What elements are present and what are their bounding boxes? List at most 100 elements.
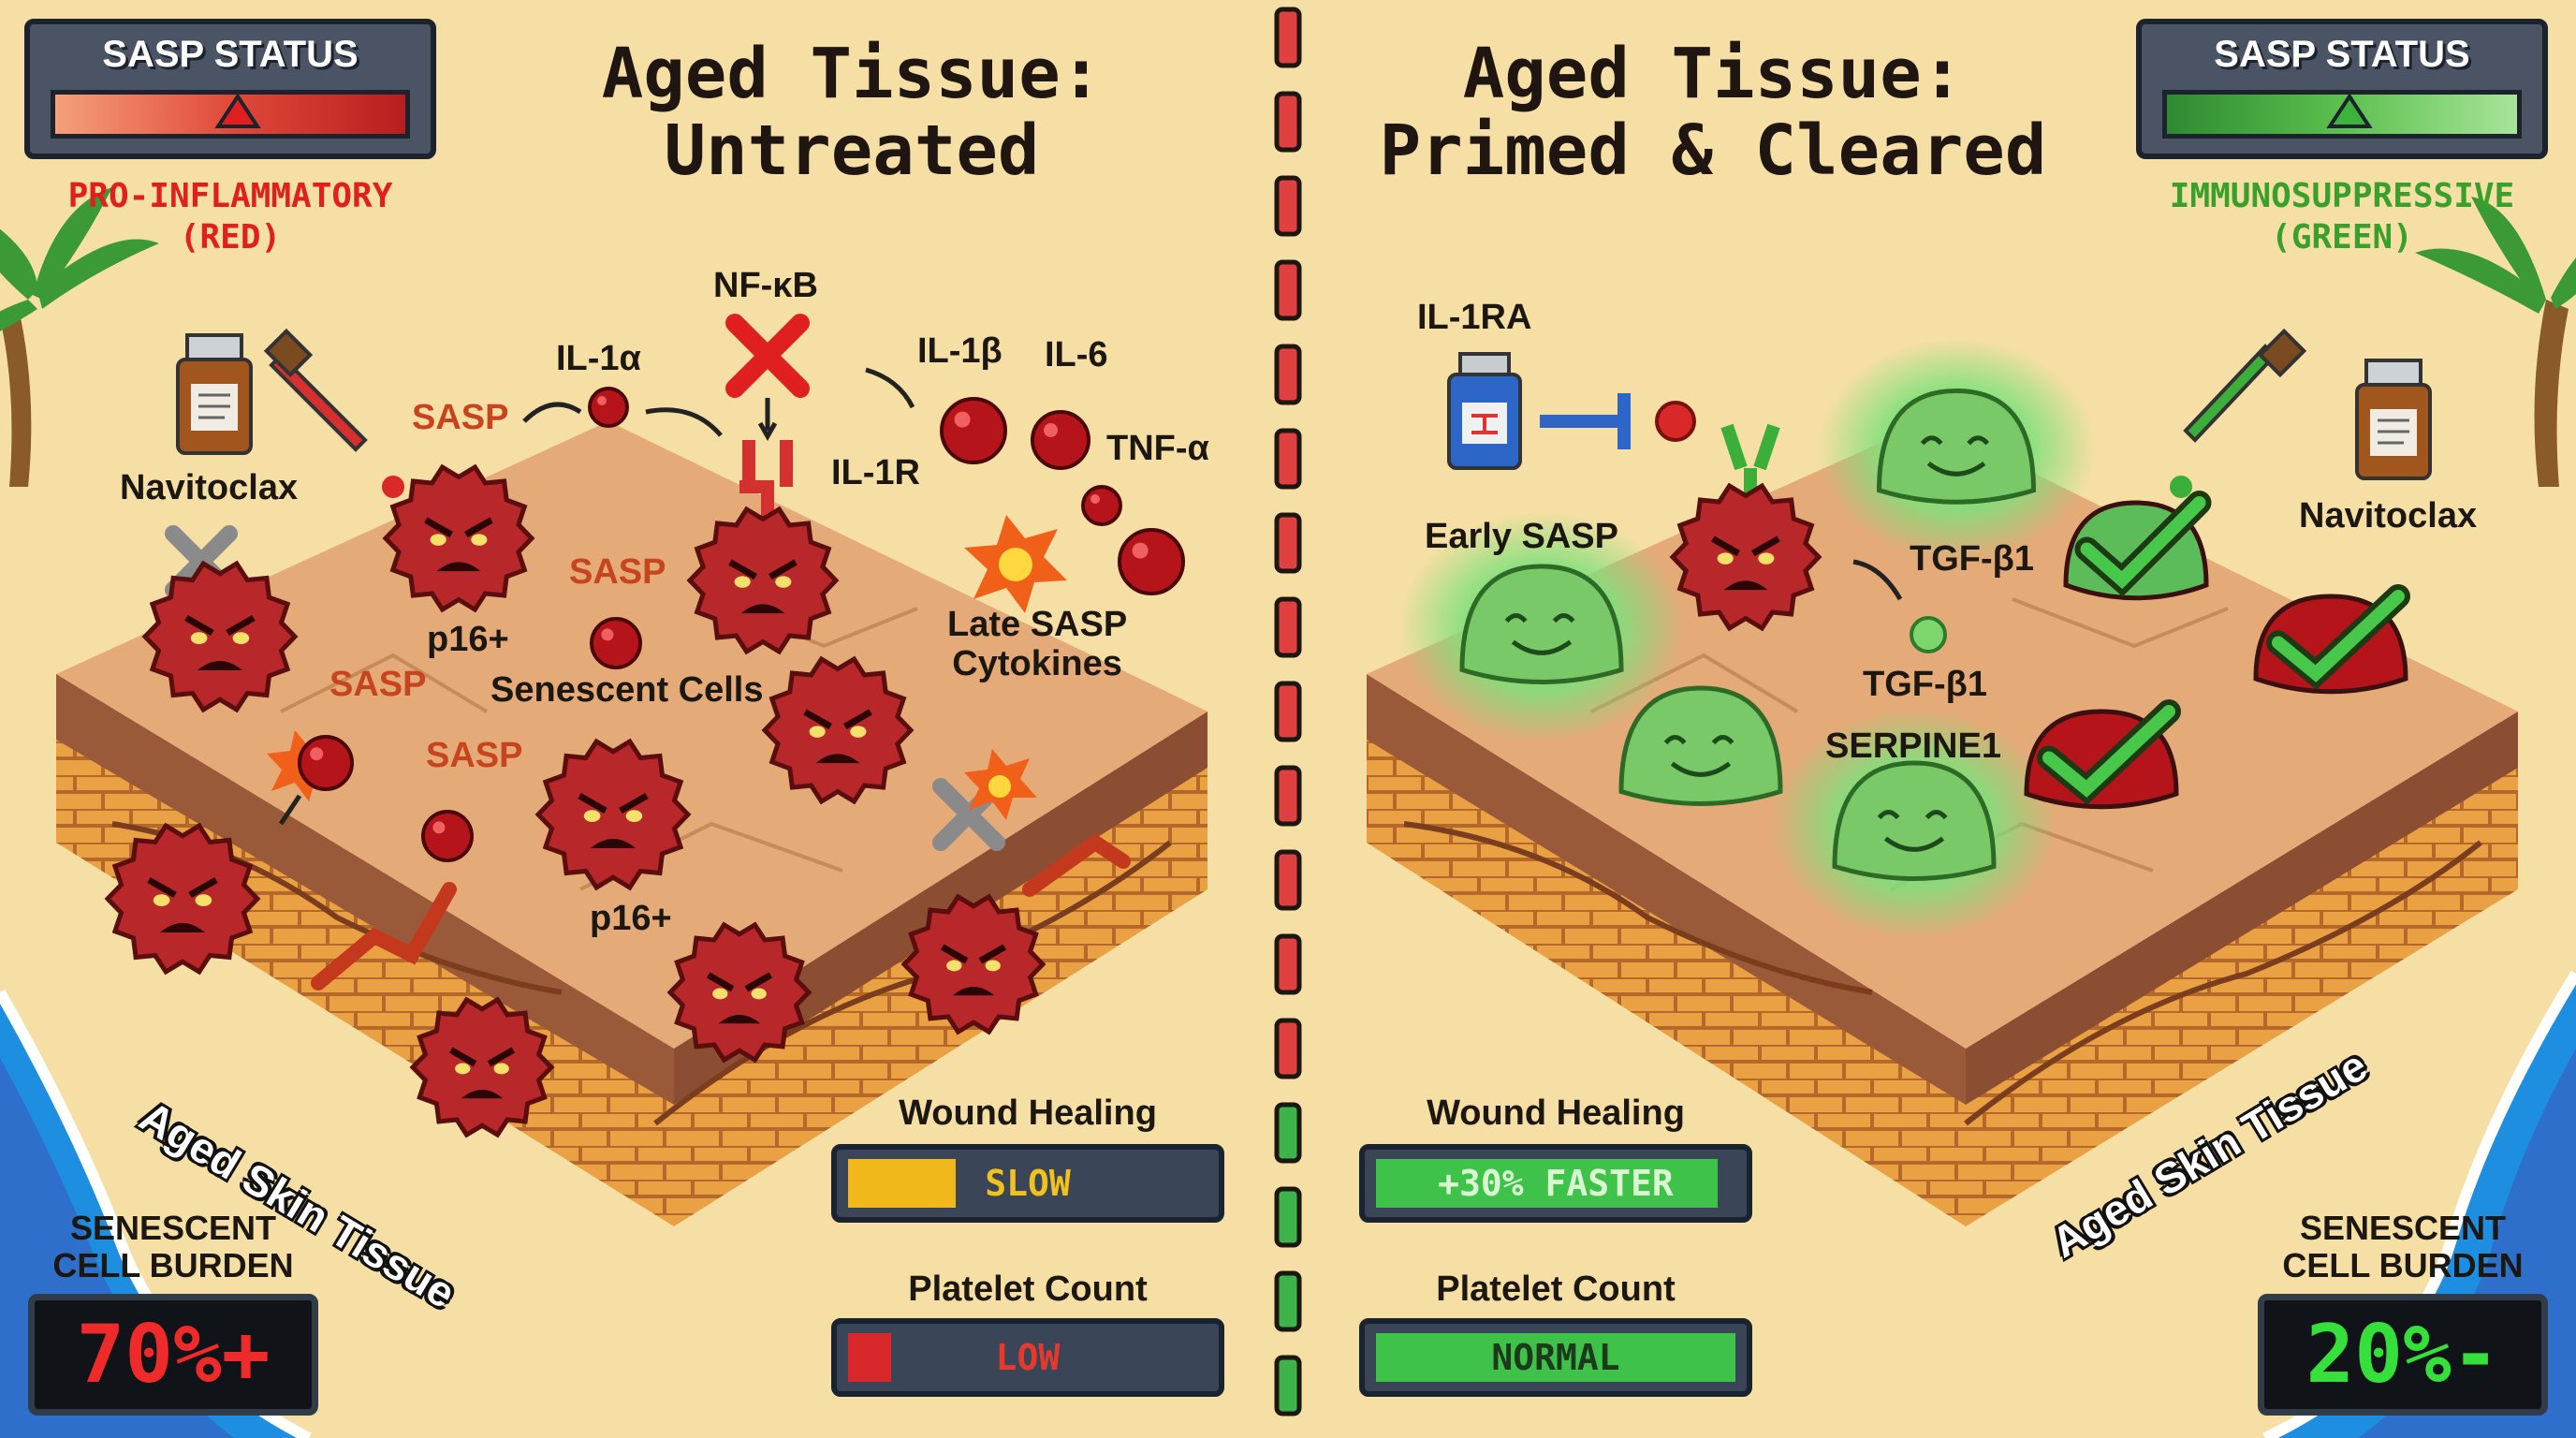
cleared-cell-check-icon [2253, 584, 2410, 695]
primed-cells-right [1398, 338, 2410, 940]
center-divider [1274, 7, 1302, 1416]
wound-healing-value-left: SLOW [985, 1163, 1071, 1204]
burden-label-right-line1: SENESCENT [2299, 1209, 2507, 1247]
panel-title-left-line1: Aged Tissue: [601, 34, 1103, 114]
drug-label-left: Navitoclax [120, 468, 299, 507]
sasp-status-title-right: SASP STATUS [2214, 34, 2470, 75]
platelet-value-right: NORMAL [1491, 1337, 1620, 1378]
burden-label-left-line2: CELL BURDEN [52, 1246, 294, 1284]
panel-title-left: Aged Tissue: Untreated [543, 36, 1161, 189]
senescent-cell-icon [141, 560, 299, 713]
cytokine-sphere-icon [588, 387, 629, 428]
il1ra-vial-icon [1447, 352, 1522, 470]
divider-dash [1274, 428, 1302, 490]
divider-dash [1274, 1270, 1302, 1332]
burden-label-left: SENESCENT CELL BURDEN [28, 1210, 318, 1284]
sasp-mode-left-line2: (RED) [179, 218, 282, 257]
late-sasp-label-line1: Late SASP [947, 605, 1128, 644]
il1a-label: IL-1α [556, 339, 641, 378]
sasp-label-3: SASP [329, 665, 427, 704]
senescent-cells-label: Senescent Cells [490, 670, 764, 710]
wound-healing-fill-right [1376, 1159, 1718, 1208]
platelet-label-left: Platelet Count [908, 1269, 1148, 1309]
cleared-cell-check-icon [2024, 699, 2181, 810]
burden-label-left-line1: SENESCENT [69, 1209, 277, 1247]
cleared-cell-check-icon [2063, 491, 2212, 601]
il1r-receptor-icon [739, 440, 793, 524]
divider-dash [1274, 933, 1302, 995]
palm-tree-left [0, 187, 159, 487]
arrow-to-tgfb1-icon [1852, 559, 1947, 653]
panel-title-right-line2: Primed & Cleared [1379, 110, 2047, 191]
tissue-block-left [56, 421, 1208, 1226]
burden-label-right-line2: CELL BURDEN [2282, 1246, 2524, 1284]
dropper-right-icon [2170, 328, 2307, 498]
sasp-status-title-left: SASP STATUS [102, 34, 359, 75]
late-sasp-label: Late SASP Cytokines [947, 605, 1127, 683]
il1ra-label: IL-1RA [1417, 298, 1532, 337]
platelet-meter-left: LOW [831, 1318, 1224, 1397]
wound-healing-label-right: Wound Healing [1427, 1093, 1685, 1133]
divider-dash [1274, 344, 1302, 405]
platelet-label-right: Platelet Count [1436, 1269, 1676, 1309]
divider-dash [1274, 681, 1302, 742]
platelet-meter-right: NORMAL [1359, 1318, 1752, 1397]
sasp-status-panel-right: SASP STATUS [2136, 19, 2548, 159]
divider-dash [1274, 849, 1302, 911]
sasp-status-bar-right [2162, 90, 2522, 139]
divider-dash [1274, 91, 1302, 153]
cytokine-sphere-icon [940, 397, 1007, 464]
sasp-pointer-left-icon [214, 93, 261, 128]
panel-title-right-line1: Aged Tissue: [1462, 34, 1964, 114]
wound-healing-value-right: +30% FASTER [1438, 1163, 1674, 1204]
senescent-cell-icon [686, 506, 840, 655]
p16-label-1: p16+ [427, 620, 509, 659]
cytokine-sphere-icon [298, 735, 354, 791]
sasp-pointer-right-icon [2326, 93, 2373, 128]
primed-cell-icon [1618, 685, 1783, 806]
sasp-mode-right: IMMUNOSUPPRESSIVE (GREEN) [2117, 176, 2567, 258]
p16-label-2: p16+ [590, 899, 672, 938]
wound-healing-meter-left: SLOW [831, 1144, 1224, 1223]
divider-dash [1274, 175, 1302, 237]
divider-dash [1274, 1186, 1302, 1248]
nfkb-label: NF-κB [713, 266, 818, 305]
sasp-label-1: SASP [412, 398, 509, 437]
platelet-fill-left [848, 1333, 892, 1382]
tgfb1-label-1: TGF-β1 [1910, 539, 2034, 579]
sasp-mode-right-line2: (GREEN) [2271, 218, 2413, 257]
cytokine-sphere-icon [1081, 485, 1122, 526]
burden-value-right: 20%- [2258, 1294, 2548, 1416]
cytokine-sphere-icon [1118, 528, 1185, 595]
sasp-mode-left-line1: PRO-INFLAMMATORY [67, 177, 393, 215]
divider-dash [1274, 596, 1302, 658]
explosion-burst-2-icon [964, 749, 1037, 820]
sasp-mode-left: PRO-INFLAMMATORY (RED) [24, 176, 436, 258]
primed-cell-icon [1817, 338, 2096, 561]
burden-label-right: SENESCENT CELL BURDEN [2258, 1210, 2548, 1284]
divider-dash [1274, 1018, 1302, 1079]
inhibitor-bar-icon [1540, 393, 1696, 449]
senescent-cell-icon [104, 822, 261, 976]
serpine1-label: SERPINE1 [1825, 726, 2001, 766]
platelet-fill-right [1376, 1333, 1735, 1382]
tnfa-label: TNF-α [1106, 429, 1209, 468]
fibrosis-strand [311, 833, 1131, 990]
divider-dash [1274, 7, 1302, 68]
sasp-label-4: SASP [426, 736, 523, 775]
senescent-cell-icon [900, 893, 1046, 1035]
sasp-status-bar-left [51, 90, 410, 139]
primed-cell-icon [1398, 511, 1685, 743]
wound-healing-fill-left [848, 1159, 957, 1208]
senescent-cell-icon [1669, 482, 1822, 632]
navitoclax-bottle-left-icon [176, 333, 253, 455]
divider-dash [1274, 1355, 1302, 1416]
il6-label: IL-6 [1045, 335, 1108, 374]
platelet-value-left: LOW [995, 1337, 1061, 1378]
signal-arrows-left [278, 367, 915, 826]
divider-dash [1274, 259, 1302, 321]
wound-healing-label-left: Wound Healing [899, 1093, 1157, 1133]
panel-title-right: Aged Tissue: Primed & Cleared [1348, 36, 2078, 189]
panel-title-left-line2: Untreated [664, 110, 1040, 191]
